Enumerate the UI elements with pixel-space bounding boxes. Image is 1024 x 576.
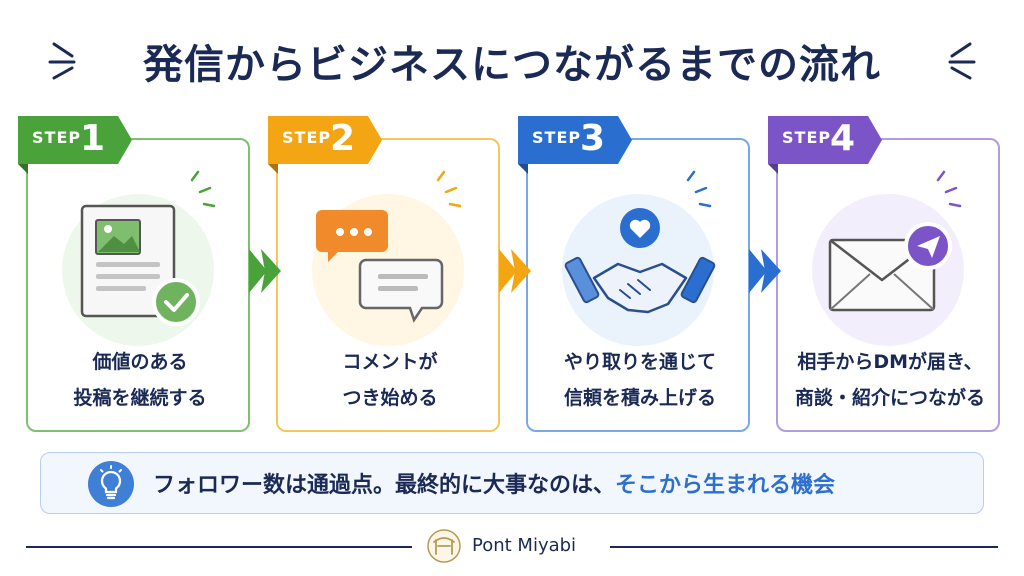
step-1-ribbon-shape (18, 116, 132, 164)
step-3-number: 3 (580, 118, 606, 159)
footer: Pont Miyabi (0, 528, 1024, 564)
step-4-ribbon-shape (768, 116, 882, 164)
step-1-number: 1 (80, 118, 106, 159)
arrow-right-icon (749, 249, 781, 293)
lightbulb-icon (88, 461, 134, 507)
arrow-right-icon (499, 249, 531, 293)
chat-bubbles-icon (316, 170, 462, 323)
step-card-4: 相手からDMが届き、 商談・紹介につながる (776, 138, 1000, 432)
step-2-line-2: つき始める (342, 387, 438, 409)
step-3-line-2: 信頼を積み上げる (563, 387, 716, 409)
footer-divider-right (610, 546, 998, 548)
step-2-number: 2 (330, 118, 356, 159)
arrow-right-icon (249, 249, 281, 293)
step-4-line-1: 相手からDMが届き、 (797, 351, 983, 373)
footer-divider-left (26, 546, 412, 548)
sparkle-left-icon (48, 42, 76, 80)
step-2-line-1: コメントが (342, 351, 438, 373)
step-card-3: やり取りを通じて 信頼を積み上げる (526, 138, 750, 432)
tip-message: フォロワー数は通過点。最終的に大事なのは、そこから生まれる機会 (153, 467, 835, 499)
document-check-icon (80, 170, 216, 326)
step-1-line-2: 投稿を継続する (73, 387, 207, 409)
step-card-2: コメントが つき始める (276, 138, 500, 432)
brand-name: Pont Miyabi (472, 535, 577, 556)
step-4-number: 4 (830, 118, 856, 159)
title-area: 発信からビジネスにつながるまでの流れ (0, 22, 1024, 92)
step-4-line-2: 商談・紹介につながる (794, 387, 985, 409)
step-3-label: STEP (532, 128, 582, 147)
step-4-ribbon-fold (768, 164, 778, 174)
page-title: 発信からビジネスにつながるまでの流れ (143, 42, 881, 88)
tip-highlight: そこから生まれる機会 (615, 473, 836, 498)
step-1-label: STEP (32, 128, 82, 147)
step-2-ribbon-shape (268, 116, 382, 164)
step-card-1: 価値のある 投稿を継続する (26, 138, 250, 432)
step-3-line-1: やり取りを通じて (563, 351, 716, 373)
tip-text: フォロワー数は通過点。最終的に大事なのは、 (153, 473, 616, 498)
tip-box: フォロワー数は通過点。最終的に大事なのは、そこから生まれる機会 (40, 452, 984, 514)
envelope-send-icon (828, 170, 962, 312)
step-3-ribbon-shape (518, 116, 632, 164)
sparkle-right-icon (948, 42, 976, 80)
step-3-ribbon-fold (518, 164, 528, 174)
handshake-heart-icon (564, 170, 716, 314)
step-2-ribbon-fold (268, 164, 278, 174)
step-2-label: STEP (282, 128, 332, 147)
step-1-ribbon-fold (18, 164, 28, 174)
step-1-line-1: 価値のある (92, 351, 188, 373)
step-4-label: STEP (782, 128, 832, 147)
pont-miyabi-logo (427, 529, 461, 563)
